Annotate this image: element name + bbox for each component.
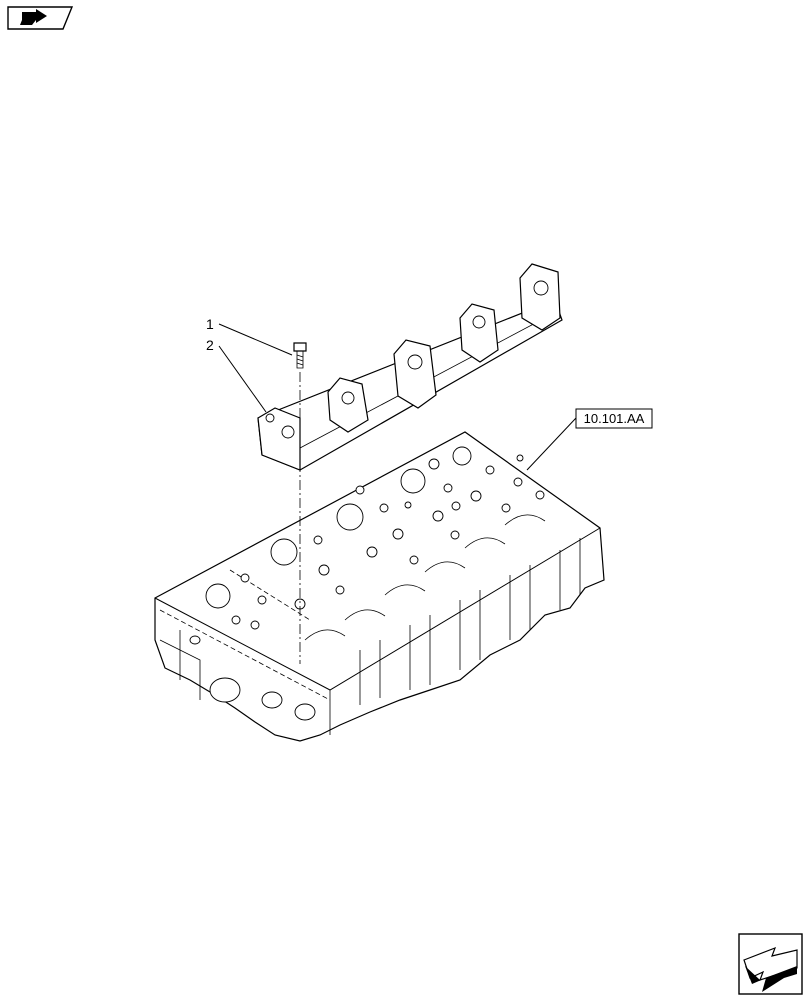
- next-page-arrow-icon[interactable]: [738, 933, 803, 995]
- rocker-shaft-support: [257, 263, 563, 471]
- bolt: [293, 342, 307, 369]
- cylinder-head: [154, 431, 605, 742]
- callout-2-label: 2: [206, 337, 214, 353]
- callout-2: 2: [206, 337, 267, 413]
- callout-1: 1: [206, 316, 293, 356]
- reference-label: 10.101.AA: [584, 411, 645, 426]
- page-back-arrow-icon[interactable]: [7, 6, 74, 30]
- callout-1-label: 1: [206, 316, 214, 332]
- reference-callout[interactable]: 10.101.AA: [526, 408, 653, 471]
